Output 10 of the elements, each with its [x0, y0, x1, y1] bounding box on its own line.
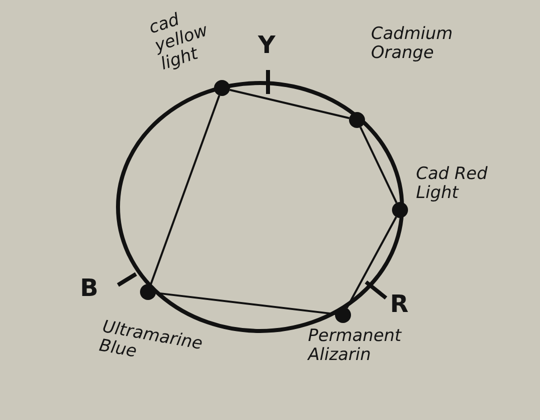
- connector-line: [346, 216, 398, 308]
- paint-name-label: Cad Red Light: [416, 165, 489, 203]
- connector-line: [230, 88, 350, 120]
- paint-name-label: Permanent Alizarin: [308, 327, 403, 365]
- primary-letter: R: [390, 292, 408, 316]
- primary-letter: Y: [258, 33, 276, 57]
- paint-name-label: Cadmium Orange: [371, 25, 454, 63]
- primary-letter: B: [80, 276, 98, 300]
- connector-line: [360, 126, 398, 204]
- connector-line: [150, 95, 220, 285]
